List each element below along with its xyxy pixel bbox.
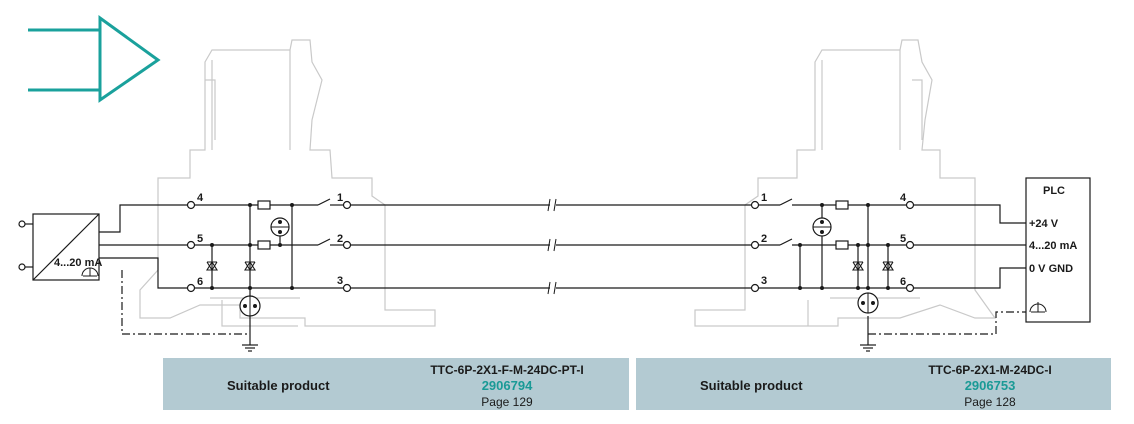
- product-info: TTC-6P-2X1-F-M-24DC-PT-I 2906794 Page 12…: [377, 362, 637, 410]
- suitable-product-label: Suitable product: [700, 378, 803, 393]
- wires: [99, 198, 1026, 345]
- product-info: TTC-6P-2X1-M-24DC-I 2906753 Page 128: [860, 362, 1120, 410]
- tvs-diode-icons: [206, 260, 894, 272]
- ground-return-dashed: [121, 270, 1026, 335]
- product-page: Page 129: [481, 395, 533, 409]
- left-terminal-1: 1: [337, 192, 343, 204]
- product-page: Page 128: [964, 395, 1016, 409]
- product-band-left: Suitable product TTC-6P-2X1-F-M-24DC-PT-…: [163, 358, 629, 410]
- cable-break-marks: [547, 198, 557, 295]
- suitable-product-label: Suitable product: [227, 378, 330, 393]
- right-terminal-3: 3: [761, 275, 767, 287]
- right-terminal-1: 1: [761, 192, 767, 204]
- plc-box: [1025, 177, 1091, 323]
- direction-arrow-icon: [28, 15, 161, 103]
- product-model: TTC-6P-2X1-M-24DC-I: [928, 363, 1052, 377]
- plc-ground-icon: [1029, 302, 1047, 313]
- right-terminal-2: 2: [761, 233, 767, 245]
- gas-discharge-tube-icons: [239, 217, 879, 317]
- product-band-right: Suitable product TTC-6P-2X1-M-24DC-I 290…: [636, 358, 1111, 410]
- left-terminal-2: 2: [337, 233, 343, 245]
- plc-input-signal: 4...20 mA: [1029, 240, 1077, 252]
- plc-title: PLC: [1043, 185, 1065, 197]
- gdt-inner: [243, 220, 875, 316]
- left-terminal-5: 5: [197, 233, 203, 245]
- transmitter-ground-icon: [81, 267, 99, 277]
- left-terminal-6: 6: [197, 276, 203, 288]
- terminal-circles: [186, 200, 915, 293]
- left-module-outline: [139, 39, 436, 327]
- transmitter-label: 4...20 mA: [54, 257, 102, 269]
- right-terminal-5: 5: [900, 233, 906, 245]
- earth-ground-icons: [242, 344, 876, 352]
- junction-dots: [210, 203, 890, 290]
- right-terminal-4: 4: [900, 192, 907, 204]
- resistors: [257, 200, 849, 250]
- right-module-outline: [694, 39, 997, 327]
- plc-input-gnd: 0 V GND: [1029, 263, 1073, 275]
- product-model: TTC-6P-2X1-F-M-24DC-PT-I: [430, 363, 584, 377]
- transmitter: [18, 213, 100, 281]
- left-terminal-3: 3: [337, 275, 343, 287]
- plc-input-24v: +24 V: [1029, 218, 1059, 230]
- product-number-link[interactable]: 2906753: [964, 378, 1016, 393]
- product-number-link[interactable]: 2906794: [481, 378, 533, 393]
- left-terminal-4: 4: [197, 192, 204, 204]
- right-terminal-6: 6: [900, 276, 906, 288]
